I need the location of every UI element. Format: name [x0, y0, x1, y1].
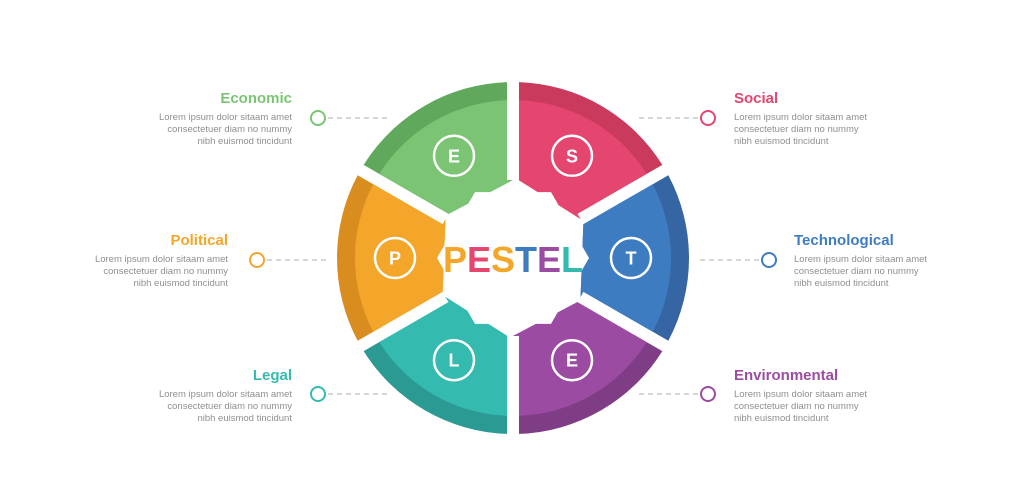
label-legal-title: Legal — [252, 367, 292, 384]
segment-face — [513, 302, 647, 416]
connector-ring — [310, 110, 326, 126]
segment-face — [355, 184, 446, 332]
segment-legal: L — [363, 297, 508, 434]
connector-ring — [700, 110, 716, 126]
segment-letter-badge — [550, 134, 594, 178]
center-title-letter: S — [491, 239, 515, 280]
segment-face — [379, 297, 508, 416]
label-social-desc: Lorem ipsum dolor sitaam amet consectetu… — [734, 112, 868, 147]
center-title-letter: L — [561, 239, 583, 280]
connector-ring — [249, 252, 265, 268]
connectors-layer — [249, 110, 777, 402]
connector-ring — [761, 252, 777, 268]
segment-letter: L — [449, 351, 460, 371]
segment-letter: T — [626, 249, 637, 269]
segment-social: S — [518, 82, 663, 219]
segment-face — [518, 100, 647, 219]
label-social: Social Lorem ipsum dolor sitaam amet con… — [734, 90, 954, 148]
center-hexagon — [437, 192, 589, 324]
label-political-desc: Lorem ipsum dolor sitaam amet consectetu… — [94, 254, 228, 289]
label-economic-title: Economic — [220, 90, 292, 107]
label-economic-desc: Lorem ipsum dolor sitaam amet consectetu… — [158, 112, 292, 147]
label-political: Political Lorem ipsum dolor sitaam amet … — [8, 232, 228, 290]
segment-technological: T — [580, 175, 689, 341]
center-title: PESTEL — [443, 239, 583, 280]
segment-economic: E — [363, 82, 513, 214]
label-environmental-desc: Lorem ipsum dolor sitaam amet consectetu… — [734, 389, 868, 424]
segment-letter-badge — [373, 236, 417, 280]
center-title-letter: E — [537, 239, 561, 280]
segment-letter-badge — [550, 338, 594, 382]
label-social-title: Social — [734, 90, 779, 107]
segment-environmental: E — [513, 302, 663, 434]
connector-ring — [310, 386, 326, 402]
connector-ring — [700, 386, 716, 402]
segment-letter-badge — [432, 134, 476, 178]
label-technological: Technological Lorem ipsum dolor sitaam a… — [794, 232, 1014, 290]
label-environmental-title: Environmental — [734, 367, 839, 384]
segment-face — [580, 184, 672, 332]
segment-letter-badge — [432, 338, 476, 382]
segment-letter: S — [566, 146, 578, 166]
label-legal: Legal Lorem ipsum dolor sitaam amet cons… — [72, 367, 292, 425]
center-title-letter: P — [443, 239, 467, 280]
label-political-title: Political — [170, 232, 228, 249]
label-environmental: Environmental Lorem ipsum dolor sitaam a… — [734, 367, 954, 425]
label-economic: Economic Lorem ipsum dolor sitaam amet c… — [72, 90, 292, 148]
segment-letter: E — [448, 146, 460, 166]
center-title-letter: T — [515, 239, 537, 280]
center-title-letter: E — [467, 239, 491, 280]
label-technological-title: Technological — [794, 232, 894, 249]
segment-political: P — [337, 175, 446, 341]
segment-letter: E — [566, 351, 578, 371]
segment-letter: P — [389, 249, 401, 269]
segment-letter-badge — [609, 236, 653, 280]
label-technological-desc: Lorem ipsum dolor sitaam amet consectetu… — [794, 254, 928, 289]
label-legal-desc: Lorem ipsum dolor sitaam amet consectetu… — [158, 389, 292, 424]
segment-face — [379, 100, 513, 214]
